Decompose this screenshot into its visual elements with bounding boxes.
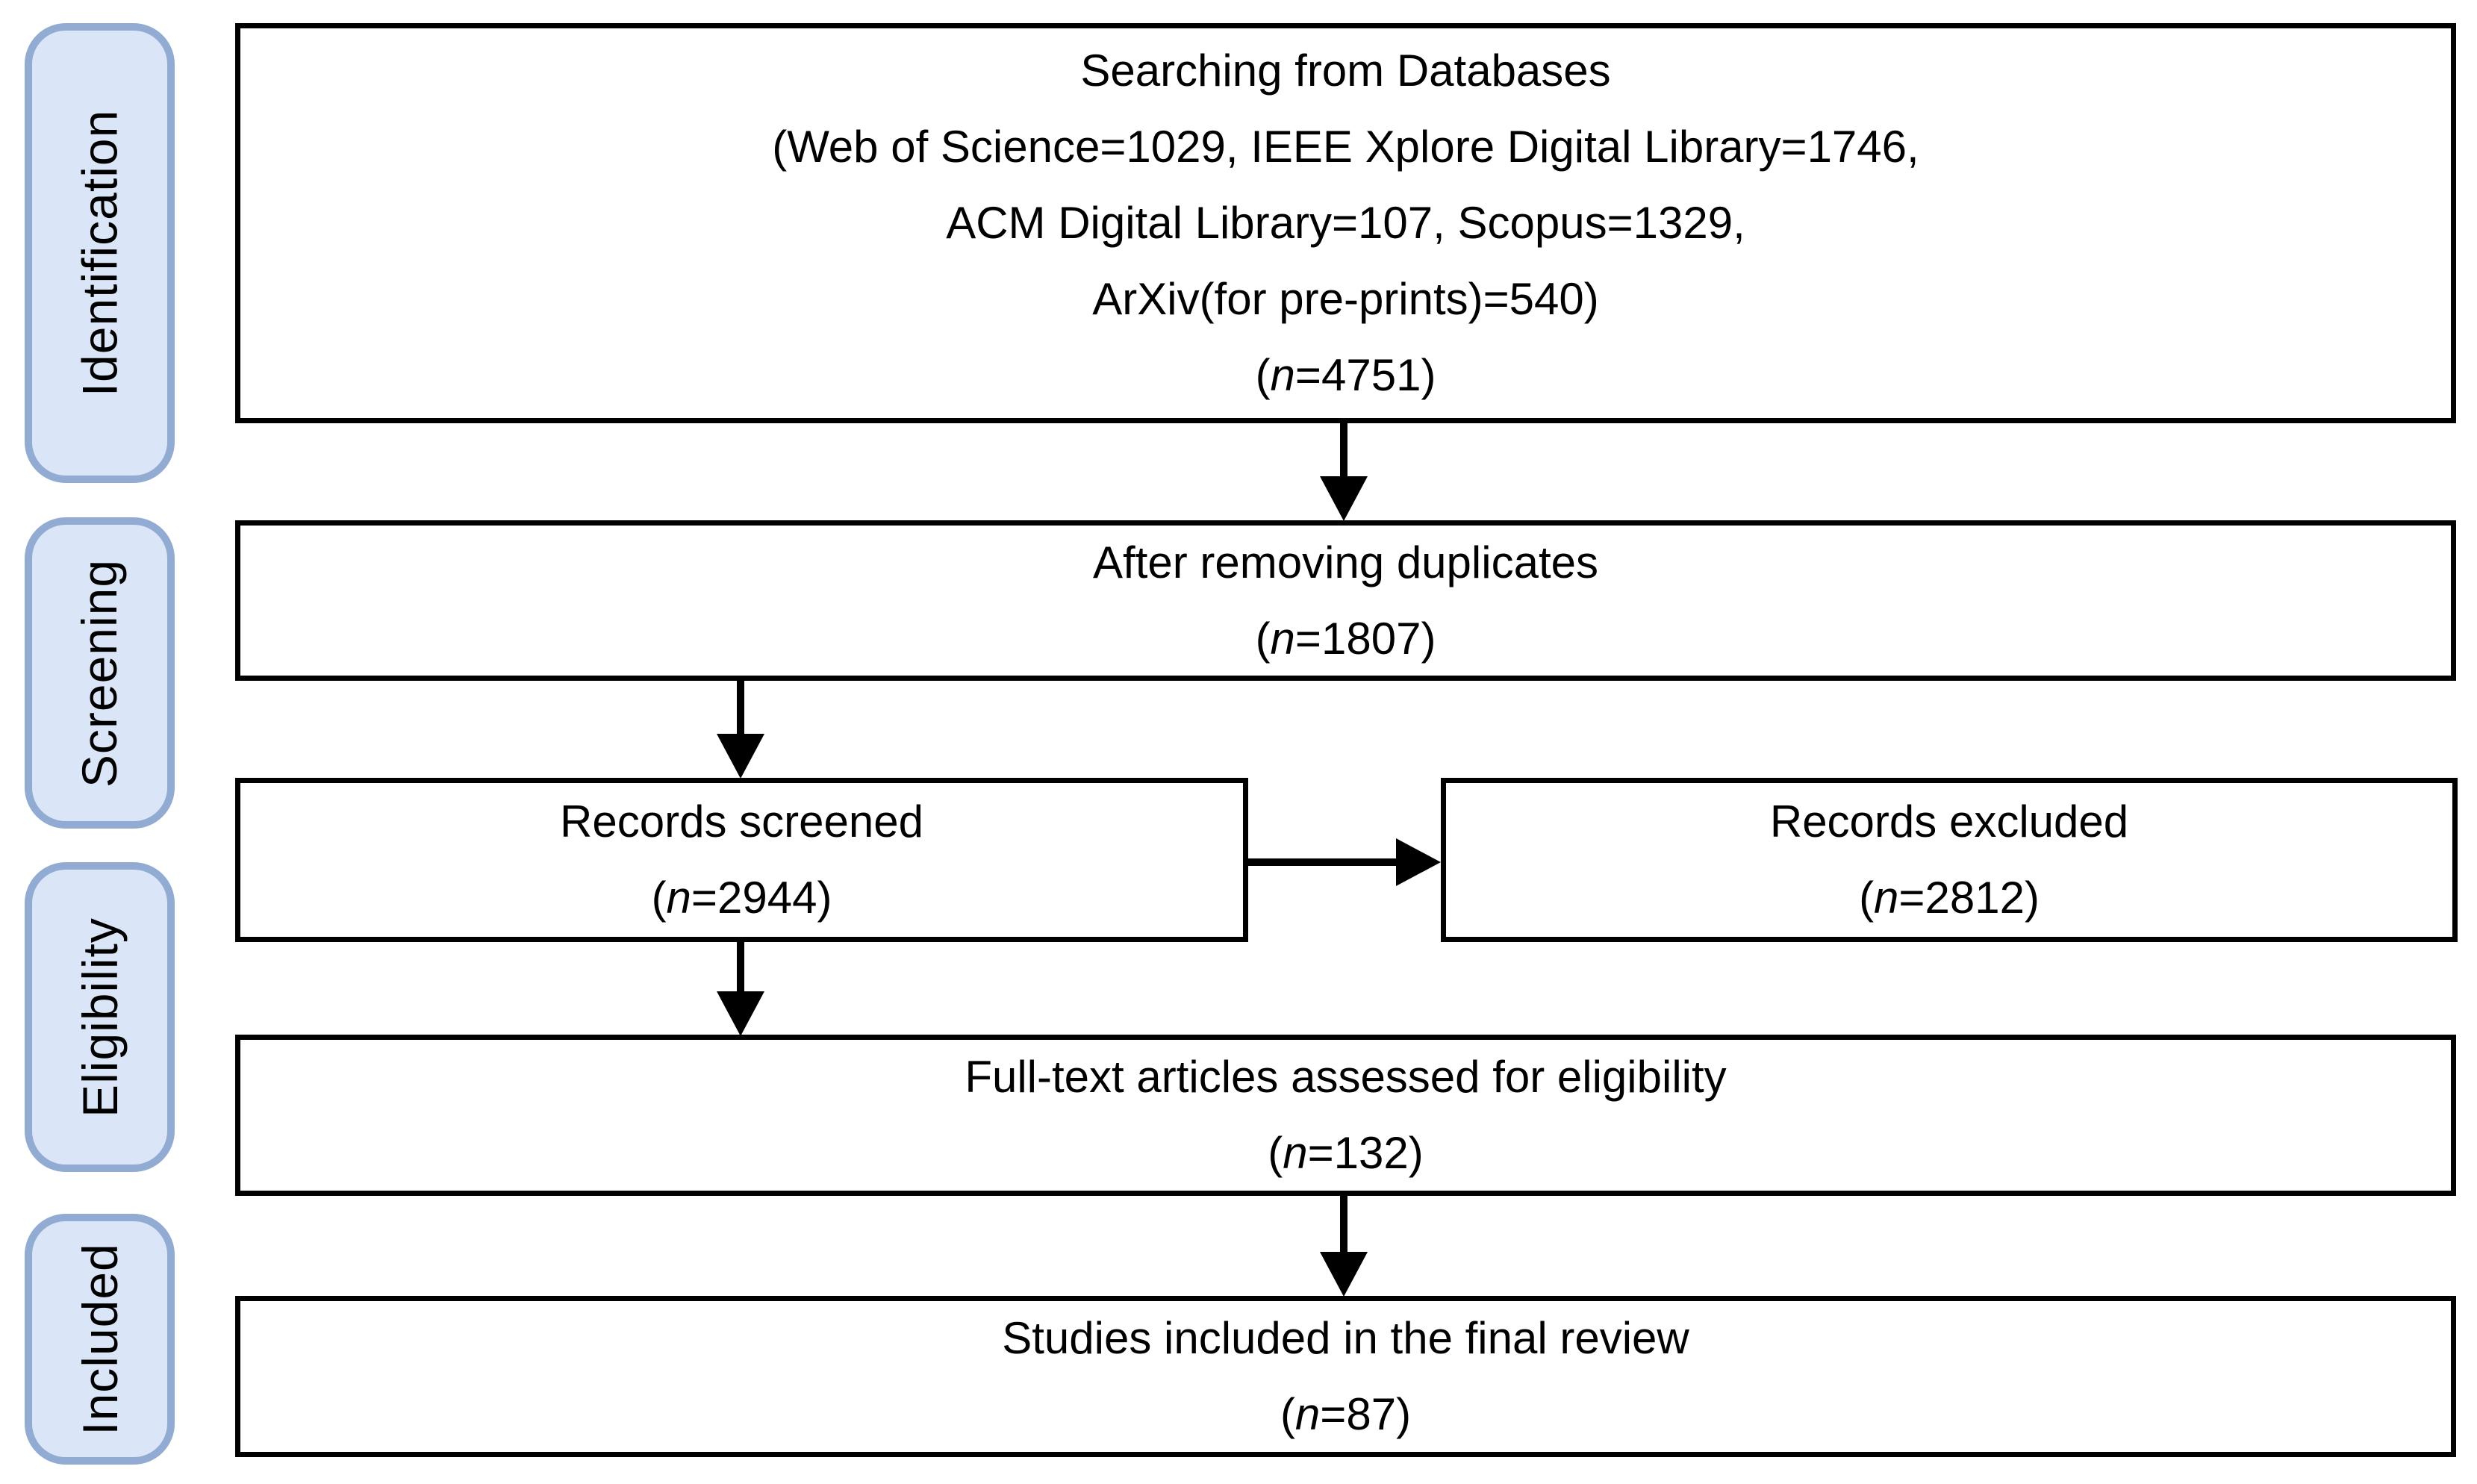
- count-line: (n=2944): [651, 873, 832, 923]
- arrow-down-head-icon: [1320, 476, 1368, 521]
- box-fulltext-assessed: Full-text articles assessed for eligibil…: [235, 1035, 2456, 1196]
- arrow-down-head-icon: [717, 991, 764, 1036]
- stage-eligibility: Eligibility: [25, 862, 175, 1172]
- box-line: Records screened: [560, 796, 923, 847]
- arrow-down-head-icon: [717, 734, 764, 779]
- box-line: After removing duplicates: [1093, 537, 1598, 587]
- stage-screening: Screening: [25, 517, 175, 829]
- box-after-removing-duplicates: After removing duplicates (n=1807): [235, 520, 2456, 681]
- box-line: Full-text articles assessed for eligibil…: [965, 1052, 1727, 1102]
- box-records-excluded: Records excluded (n=2812): [1441, 778, 2458, 942]
- arrow-stem: [737, 678, 744, 734]
- arrow-screened-to-excluded: [1248, 838, 1441, 886]
- box-line: ArXiv(for pre-prints)=540): [1092, 274, 1599, 324]
- box-line: ACM Digital Library=107, Scopus=1329,: [946, 198, 1745, 248]
- box-line: Searching from Databases: [1080, 46, 1611, 96]
- count-line: (n=87): [1280, 1389, 1412, 1439]
- box-records-screened: Records screened (n=2944): [235, 778, 1248, 942]
- stage-label: Eligibility: [72, 917, 128, 1117]
- box-line: (Web of Science=1029, IEEE Xplore Digita…: [772, 122, 1919, 172]
- arrow-dedup-to-screened: [717, 678, 764, 779]
- count-line: (n=1807): [1255, 613, 1436, 664]
- arrow-down-head-icon: [1320, 1252, 1368, 1297]
- count-line: (n=4751): [1255, 350, 1436, 400]
- arrow-screened-to-fulltext: [717, 939, 764, 1036]
- box-searching-from-databases: Searching from Databases (Web of Science…: [235, 23, 2456, 423]
- box-line: Records excluded: [1769, 796, 2129, 847]
- count-line: (n=132): [1268, 1128, 1424, 1178]
- stage-label: Screening: [72, 558, 128, 788]
- count-line: (n=2812): [1859, 873, 2040, 923]
- arrow-stem: [737, 939, 744, 991]
- arrow-stem: [1248, 858, 1396, 866]
- box-studies-included: Studies included in the final review (n=…: [235, 1296, 2456, 1457]
- arrow-right-head-icon: [1396, 838, 1441, 886]
- arrow-stem: [1340, 421, 1347, 476]
- arrow-stem: [1340, 1194, 1347, 1252]
- arrow-searching-to-dedup: [1320, 421, 1368, 521]
- stage-label: Identification: [72, 109, 128, 397]
- box-line: Studies included in the final review: [1002, 1313, 1689, 1363]
- stage-included: Included: [25, 1214, 175, 1465]
- stage-identification: Identification: [25, 23, 175, 483]
- arrow-fulltext-to-included: [1320, 1194, 1368, 1297]
- stage-label: Included: [72, 1243, 128, 1435]
